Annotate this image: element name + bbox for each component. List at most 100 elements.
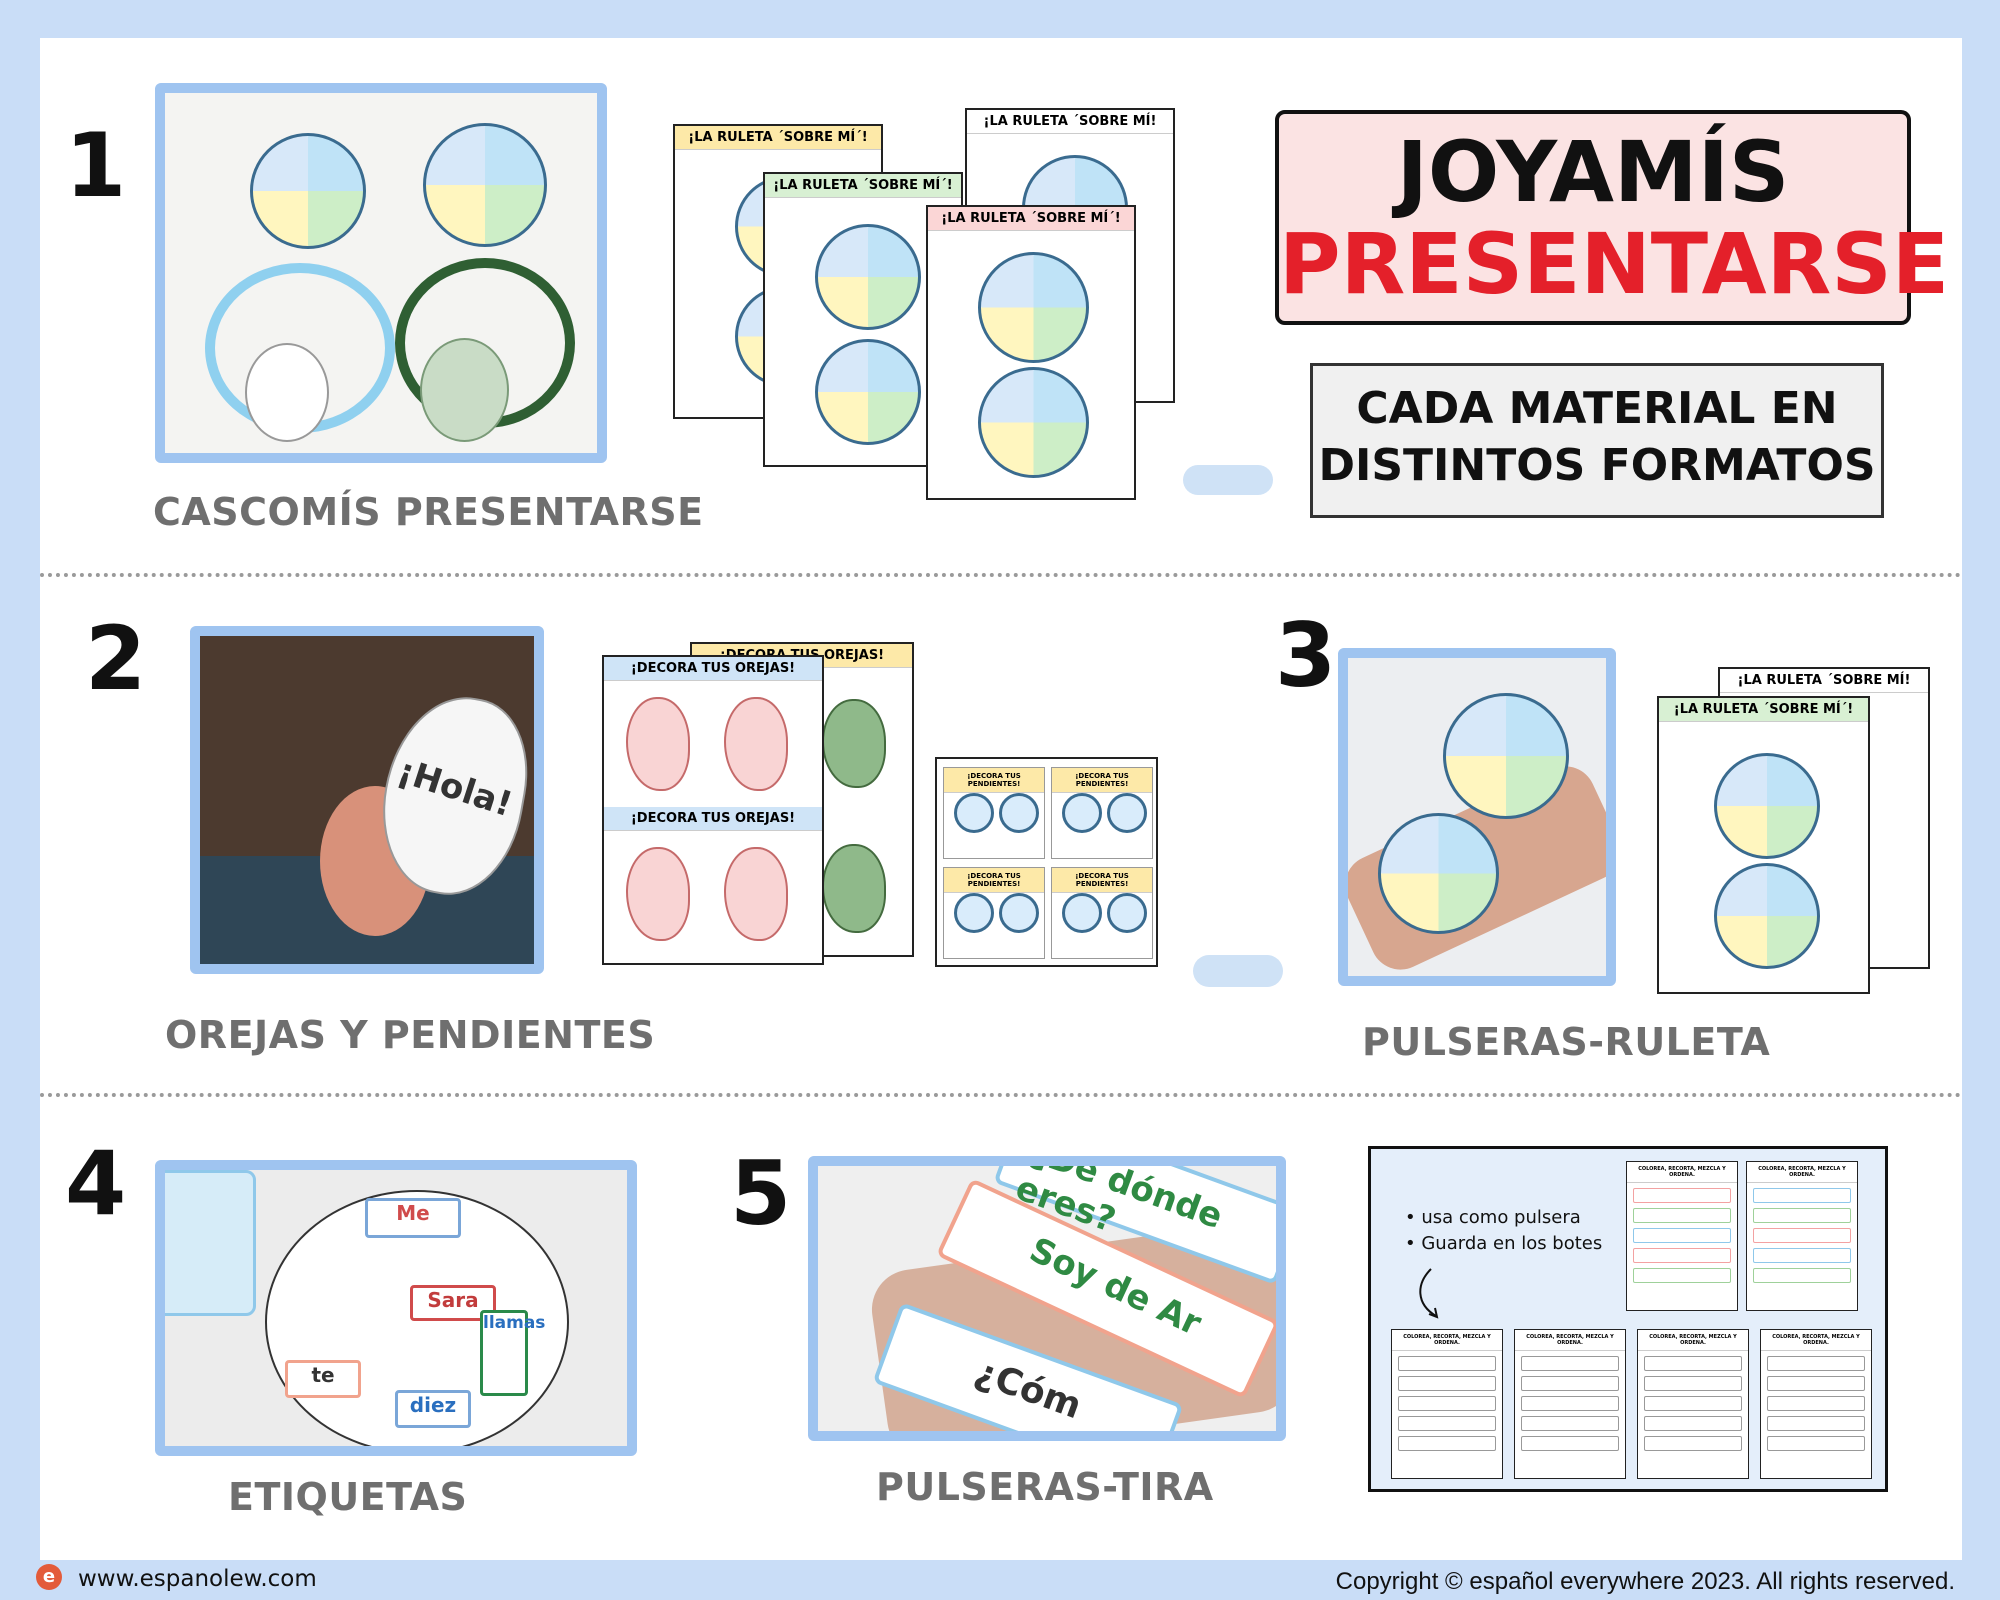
earring-drawing	[1107, 893, 1147, 933]
photo-pulseras-tira: ¿De dónde eres? Soy de Ar ¿Cóm	[808, 1156, 1286, 1441]
photo-orejas: ¡Hola!	[190, 626, 544, 974]
section-divider	[40, 573, 1962, 577]
strip-row	[1644, 1436, 1742, 1451]
caption-pulseras-ruleta: PULSERAS-RULETA	[1362, 1020, 1771, 1064]
pendientes-card: ¡DECORA TUS PENDIENTES!	[943, 867, 1045, 959]
strip-row	[1753, 1228, 1851, 1243]
strip-row	[1767, 1436, 1865, 1451]
strip-row	[1644, 1356, 1742, 1371]
strip-row	[1398, 1416, 1496, 1431]
sheet-title: COLOREA, RECORTA, MEZCLA Y ORDENA.	[1392, 1330, 1502, 1351]
label-diez: diez	[395, 1390, 471, 1428]
tiras-sheet: COLOREA, RECORTA, MEZCLA Y ORDENA.	[1637, 1329, 1749, 1479]
strip-row	[1644, 1416, 1742, 1431]
worksheet-wheel	[978, 252, 1089, 363]
card-title: ¡DECORA TUS PENDIENTES!	[944, 768, 1044, 793]
tiras-sheet: COLOREA, RECORTA, MEZCLA Y ORDENA.	[1760, 1329, 1872, 1479]
sheet-title: COLOREA, RECORTA, MEZCLA Y ORDENA.	[1747, 1162, 1857, 1183]
bracelet-wheel	[1378, 813, 1499, 934]
worksheet-title: ¡LA RULETA ´SOBRE MÍ!	[1720, 669, 1928, 693]
worksheet-wheel	[1714, 753, 1820, 859]
tiras-sheet: COLOREA, RECORTA, MEZCLA Y ORDENA.	[1514, 1329, 1626, 1479]
pendientes-card: ¡DECORA TUS PENDIENTES!	[1051, 767, 1153, 859]
strip-row	[1644, 1396, 1742, 1411]
section-number-3: 3	[1275, 604, 1337, 707]
strip-row	[1398, 1356, 1496, 1371]
ear-cutout-green	[420, 338, 509, 442]
tiras-sheet: COLOREA, RECORTA, MEZCLA Y ORDENA.	[1746, 1161, 1858, 1311]
earring-drawing	[1062, 793, 1102, 833]
tiras-bullets: • usa como pulsera • Guarda en los botes	[1405, 1205, 1602, 1257]
sheet-title: COLOREA, RECORTA, MEZCLA Y ORDENA.	[1515, 1330, 1625, 1351]
section-number-4: 4	[65, 1132, 127, 1235]
earring-drawing	[1107, 793, 1147, 833]
section-divider	[40, 1093, 1962, 1097]
worksheet-ruleta-front-2: ¡LA RULETA ´SOBRE MÍ´!	[1657, 696, 1870, 994]
title-box: JOYAMÍS PRESENTARSE	[1275, 110, 1950, 325]
strip-row	[1767, 1396, 1865, 1411]
worksheet-title: ¡LA RULETA ´SOBRE MÍ´!	[765, 174, 961, 198]
label-llamas: llamas	[480, 1310, 545, 1396]
worksheet-orejas-front: ¡DECORA TUS OREJAS! ¡DECORA TUS OREJAS!	[602, 655, 824, 965]
ear-drawing	[626, 847, 690, 941]
caption-pulseras-tira: PULSERAS-TIRA	[876, 1465, 1214, 1509]
pendientes-card: ¡DECORA TUS PENDIENTES!	[1051, 867, 1153, 959]
sheet-title: COLOREA, RECORTA, MEZCLA Y ORDENA.	[1627, 1162, 1737, 1183]
strip-row	[1633, 1188, 1731, 1203]
earring-drawing	[1062, 893, 1102, 933]
subtitle-line-2: DISTINTOS FORMATOS	[1318, 440, 1876, 492]
ear-drawing	[724, 697, 788, 791]
strip-row	[1521, 1356, 1619, 1371]
label-te: te	[285, 1360, 361, 1398]
bullet-item: • Guarda en los botes	[1405, 1233, 1603, 1254]
worksheet-wheel	[1714, 863, 1820, 969]
helmet-wheel-left	[250, 133, 366, 249]
worksheet-wheel	[815, 339, 921, 445]
section-number-2: 2	[85, 607, 147, 710]
photo-pulseras-ruleta	[1338, 648, 1616, 986]
strip-row	[1644, 1376, 1742, 1391]
ear-drawing	[822, 699, 886, 788]
title-line-1: JOYAMÍS	[1396, 123, 1790, 221]
strip-row	[1753, 1208, 1851, 1223]
worksheet-wheel	[815, 224, 921, 330]
strip-row	[1753, 1248, 1851, 1263]
jar	[165, 1170, 256, 1316]
hola-text: ¡Hola!	[393, 750, 518, 826]
caption-orejas: OREJAS Y PENDIENTES	[165, 1013, 656, 1057]
pendientes-card: ¡DECORA TUS PENDIENTES!	[943, 767, 1045, 859]
sheet-title: COLOREA, RECORTA, MEZCLA Y ORDENA.	[1638, 1330, 1748, 1351]
strip-row	[1398, 1396, 1496, 1411]
worksheet-title: ¡LA RULETA ´SOBRE MÍ´!	[675, 126, 881, 150]
strip-row	[1633, 1248, 1731, 1263]
helmet-wheel-right	[423, 123, 547, 247]
cloud-icon	[1193, 955, 1283, 987]
cloud-icon	[1183, 465, 1273, 495]
card-title: ¡DECORA TUS PENDIENTES!	[1052, 868, 1152, 893]
strip-row	[1767, 1416, 1865, 1431]
strip-row	[1398, 1376, 1496, 1391]
ear-drawing	[626, 697, 690, 791]
strip-row	[1767, 1356, 1865, 1371]
ear-cutout-white	[245, 343, 329, 442]
footer-copyright: Copyright © español everywhere 2023. All…	[1335, 1568, 1955, 1595]
title-line-2: PRESENTARSE	[1279, 215, 1950, 314]
bullet-item: • usa como pulsera	[1405, 1207, 1581, 1228]
footer-url[interactable]: www.espanolew.com	[78, 1566, 317, 1592]
card-title: ¡DECORA TUS PENDIENTES!	[944, 868, 1044, 893]
strip-text: ¿Cóm	[969, 1351, 1087, 1428]
strip-row	[1521, 1376, 1619, 1391]
strip-row	[1521, 1436, 1619, 1451]
ear-drawing	[822, 844, 886, 933]
tiras-sheet: COLOREA, RECORTA, MEZCLA Y ORDENA.	[1391, 1329, 1503, 1479]
earring-drawing	[954, 893, 994, 933]
section-number-5: 5	[730, 1142, 792, 1245]
photo-etiquetas: Me Sara llamas te diez	[155, 1160, 637, 1456]
espanolew-logo-icon: e	[36, 1564, 62, 1590]
strip-row	[1521, 1416, 1619, 1431]
earring-drawing	[999, 793, 1039, 833]
tiras-sheet: COLOREA, RECORTA, MEZCLA Y ORDENA.	[1626, 1161, 1738, 1311]
strip-row	[1633, 1228, 1731, 1243]
section-number-1: 1	[65, 114, 127, 217]
strip-row	[1633, 1208, 1731, 1223]
